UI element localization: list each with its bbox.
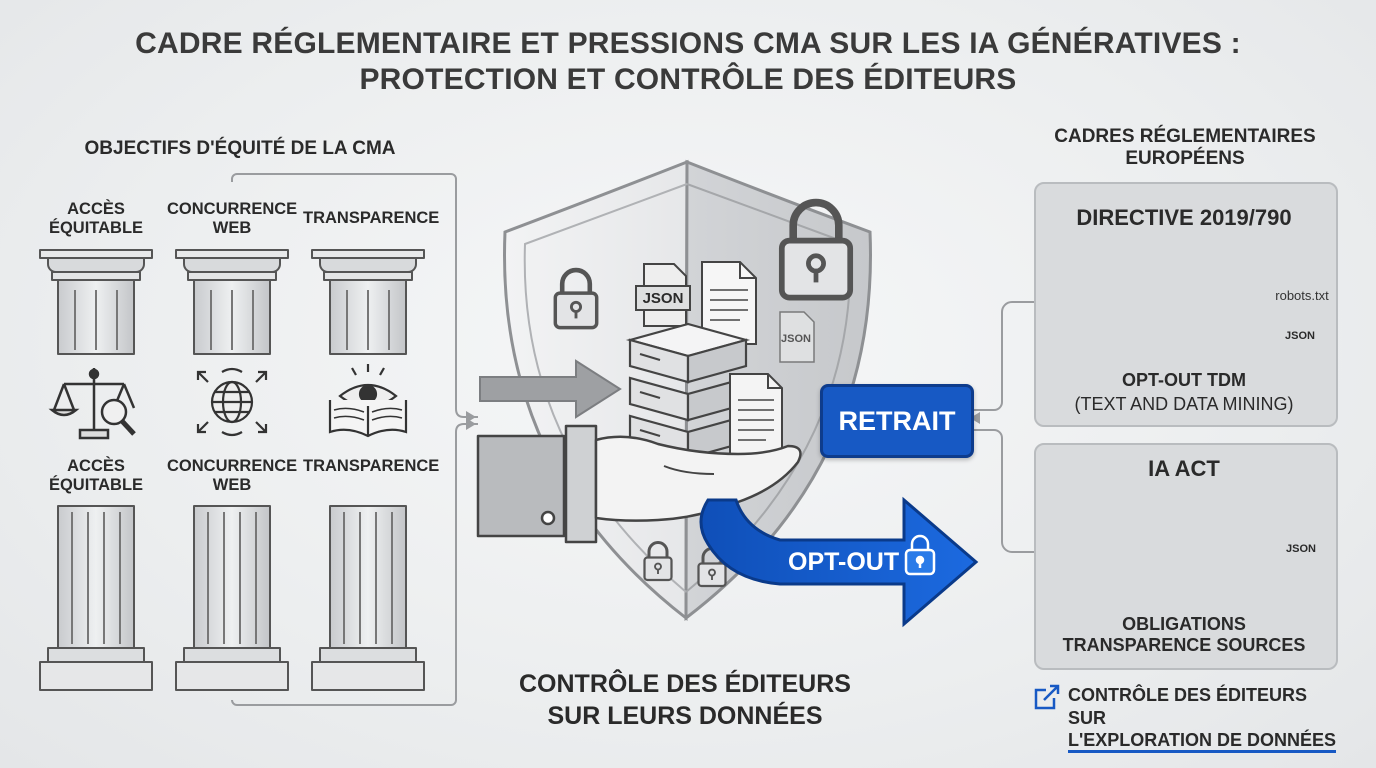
ia-act-card — [1034, 443, 1338, 670]
hand-icon — [476, 424, 802, 544]
eu-frameworks-heading: CADRES RÉGLEMENTAIRES EUROPÉENS — [1054, 126, 1316, 170]
title-line-1: CADRE RÉGLEMENTAIRE ET PRESSIONS CMA SUR… — [135, 27, 1241, 60]
publisher-control-link[interactable]: CONTRÔLE DES ÉDITEURS SUR L'EXPLORATION … — [1068, 684, 1336, 754]
json-tag: JSON — [642, 290, 684, 307]
ia-act-title: IA ACT — [1148, 456, 1220, 481]
optout-arrow — [699, 496, 979, 628]
scales-magnifier-icon — [48, 368, 136, 440]
pillar-top-label: ACCÈS ÉQUITABLE — [48, 200, 144, 238]
lock-outline-icon — [904, 534, 936, 576]
document-stack-icon — [729, 373, 783, 469]
directive-card — [1034, 182, 1338, 427]
ia-act-text: OBLIGATIONS TRANSPARENCE SOURCES — [1062, 614, 1306, 656]
globe-arrows-icon — [196, 367, 268, 437]
json-tag-small: JSON — [781, 333, 811, 345]
pillar-top-label: CONCURRENCE WEB — [167, 200, 298, 238]
robots-label: robots.txt — [1275, 288, 1329, 303]
directive-line-2: (TEXT AND DATA MINING) — [1074, 394, 1294, 414]
link-line-2: L'EXPLORATION DE DONNÉES — [1068, 730, 1336, 754]
json-tag: JSON — [1286, 543, 1316, 555]
pillar-group — [39, 249, 425, 691]
retrait-button[interactable]: RETRAIT — [820, 384, 974, 458]
link-line-1: CONTRÔLE DES ÉDITEURS SUR — [1068, 685, 1308, 728]
cma-objectives-heading: OBJECTIFS D'ÉQUITÉ DE LA CMA — [84, 138, 396, 159]
json-tag: JSON — [1285, 330, 1315, 342]
json-file-icon — [635, 263, 691, 327]
pillar-mid-label: CONCURRENCE WEB — [167, 457, 298, 495]
pillar-mid-label: TRANSPARENCE — [303, 457, 440, 475]
directive-line-1: OPT-OUT TDM — [1122, 370, 1246, 390]
publisher-control-label: CONTRÔLE DES ÉDITEURS SUR LEURS DONNÉES — [519, 670, 851, 730]
server-stack-icon — [625, 322, 751, 460]
pillar-mid-label: ACCÈS ÉQUITABLE — [48, 457, 144, 495]
external-link-icon — [1034, 684, 1060, 710]
title-line-2: PROTECTION ET CONTRÔLE DES ÉDITEURS — [359, 63, 1017, 96]
pillar-top-label: TRANSPARENCE — [303, 209, 440, 227]
optout-label: OPT-OUT — [788, 548, 900, 576]
input-arrow — [479, 359, 622, 419]
eye-book-icon — [328, 364, 408, 438]
directive-title: DIRECTIVE 2019/790 — [1076, 205, 1292, 230]
json-file-icon — [779, 311, 815, 363]
